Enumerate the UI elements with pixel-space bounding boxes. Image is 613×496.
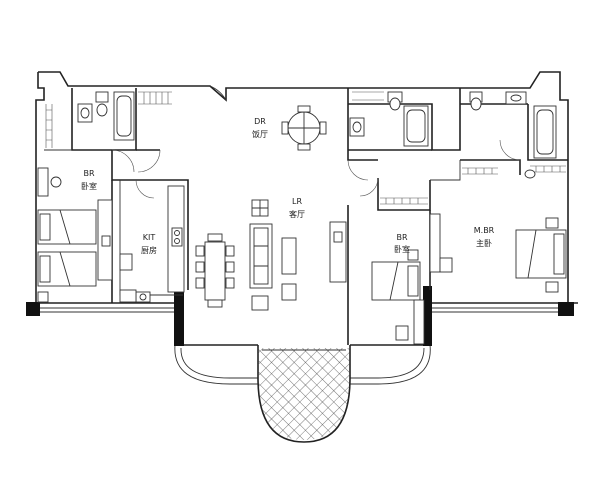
exterior-walls [28,71,578,443]
room-name-dining: 饭厅 [252,129,268,139]
room-labels: BR 卧室 KIT 厨房 DR 饭厅 LR 客厅 BR 卧室 M.BR 主卧 [81,117,495,255]
left-bedroom-furniture [37,167,113,303]
balcony-tiled-floor [258,348,350,440]
dining-table-long [195,233,235,308]
room-code-right-bedroom: BR [396,233,407,242]
closet-rails [380,165,566,205]
living-room-furniture [249,199,347,311]
right-bath-fixtures [349,91,557,159]
structural-columns [26,286,574,346]
left-bath-fixtures [45,91,172,148]
room-code-dining: DR [254,117,266,126]
room-name-living: 客厅 [289,209,305,219]
room-name-master-bedroom: 主卧 [476,238,492,248]
room-code-living: LR [292,197,302,206]
dining-table-round [281,105,327,151]
kitchen-fixtures [119,185,185,303]
room-name-kitchen: 厨房 [141,245,157,255]
room-code-kitchen: KIT [143,233,156,242]
room-name-right-bedroom: 卧室 [394,244,410,254]
right-bedroom-furniture [371,249,425,345]
master-bedroom-furniture [429,169,567,293]
room-name-left-bedroom: 卧室 [81,181,97,191]
room-code-master-bedroom: M.BR [474,226,495,235]
room-code-left-bedroom: BR [83,169,94,178]
